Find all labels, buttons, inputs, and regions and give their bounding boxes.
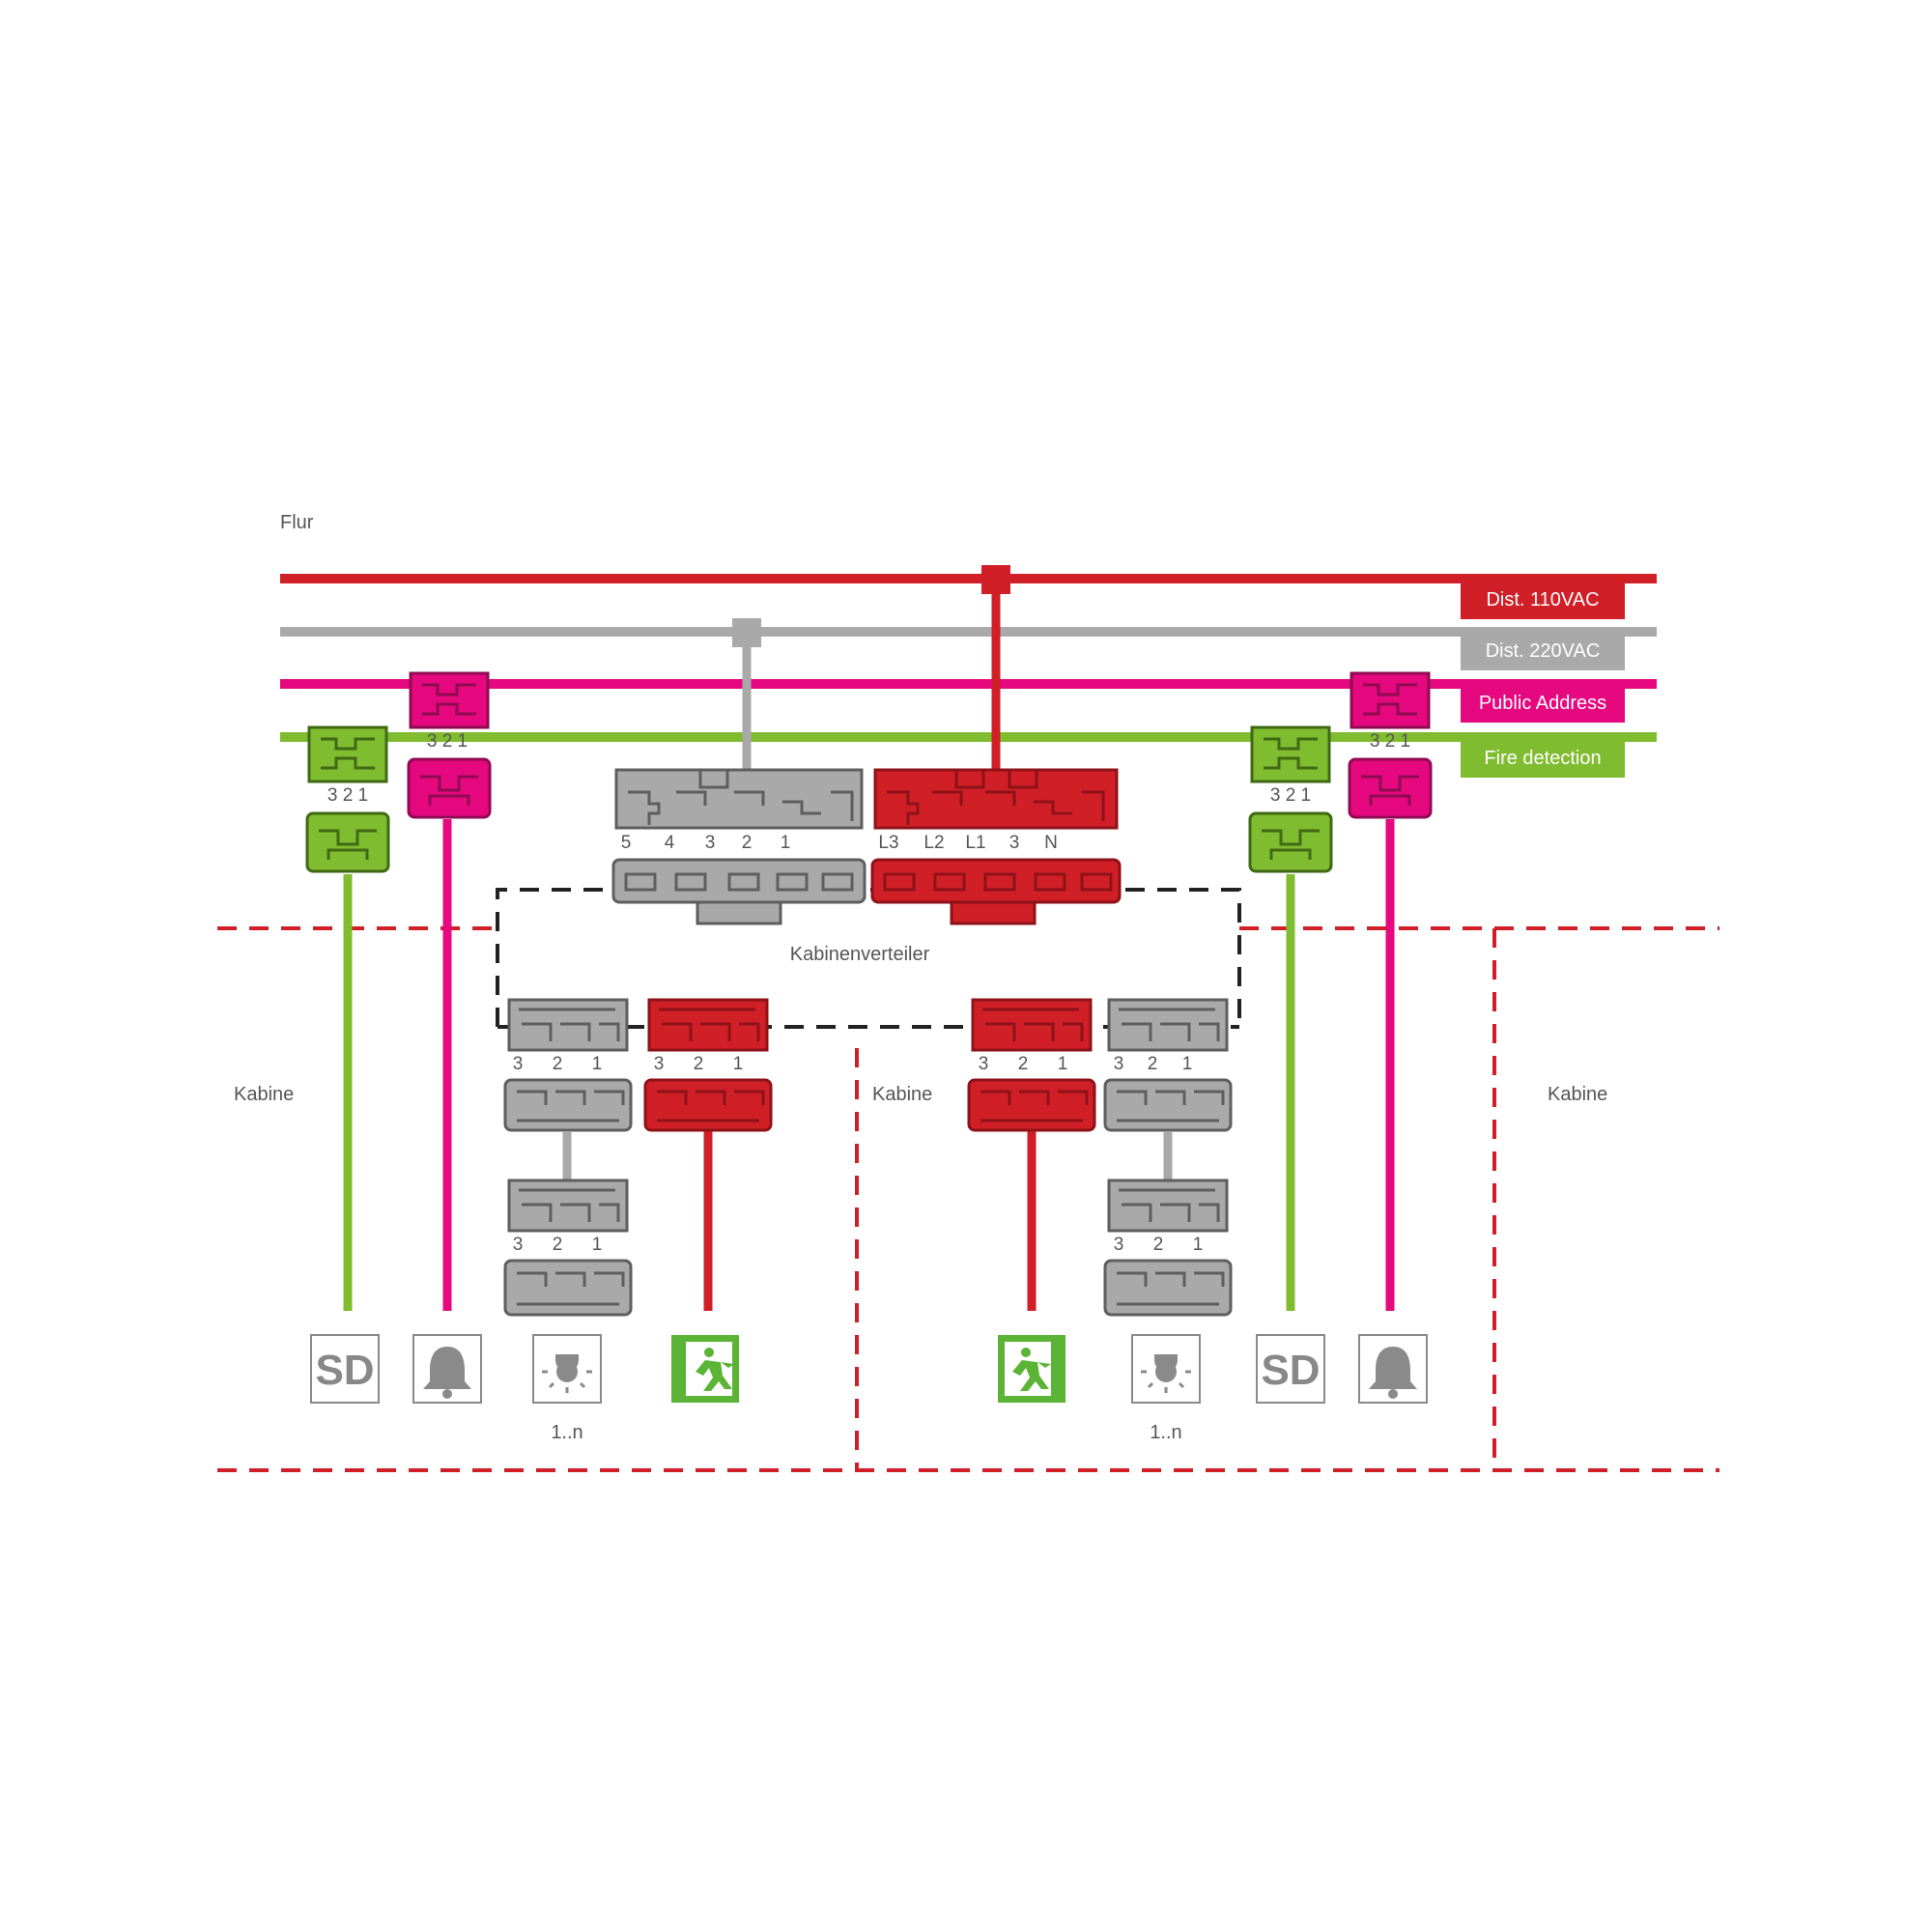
smoke-detector-icon: SD [310, 1334, 380, 1404]
tap-pa-right: 3 2 1 [1348, 671, 1433, 819]
legend-label-110vac: Dist. 110VAC [1486, 589, 1599, 611]
quantity-label-right: 1..n [1150, 1422, 1181, 1443]
quantity-label-left: 1..n [551, 1422, 582, 1443]
svg-text:1: 1 [1182, 1054, 1193, 1074]
smoke-detector-icon: SD [1256, 1334, 1325, 1404]
svg-text:L1: L1 [965, 833, 985, 853]
junction-110vac [981, 565, 1010, 594]
svg-text:SD: SD [315, 1347, 374, 1394]
svg-text:1: 1 [781, 833, 791, 853]
svg-text:2: 2 [553, 1235, 563, 1255]
connector-gray-left-2: 3 2 1 [503, 1179, 633, 1317]
svg-text:3: 3 [705, 833, 716, 853]
legend-label-220vac: Dist. 220VAC [1486, 640, 1601, 662]
label-cabin-middle: Kabine [872, 1084, 932, 1105]
light-icon [532, 1334, 602, 1404]
label-cabin-right: Kabine [1548, 1084, 1607, 1105]
svg-text:5: 5 [621, 833, 632, 853]
legend: Dist. 110VAC Dist. 220VAC Public Address… [1461, 580, 1625, 778]
svg-text:3 2 1: 3 2 1 [427, 731, 468, 752]
legend-swatch-public-address [1461, 683, 1625, 723]
label-cabin-left: Kabine [234, 1084, 294, 1105]
svg-text:2: 2 [694, 1054, 704, 1074]
distributor-gray: 5 4 3 2 1 [611, 768, 867, 925]
legend-label-fire-detection: Fire detection [1484, 748, 1601, 769]
svg-text:1: 1 [1058, 1054, 1068, 1074]
junction-220vac [732, 618, 761, 647]
svg-text:3 2 1: 3 2 1 [327, 785, 368, 806]
bell-icon [1358, 1334, 1428, 1404]
svg-text:3: 3 [1114, 1235, 1124, 1255]
tap-fire-right: 3 2 1 [1248, 725, 1333, 873]
svg-text:1: 1 [592, 1054, 603, 1074]
legend-label-public-address: Public Address [1479, 693, 1606, 714]
svg-text:L2: L2 [923, 833, 944, 853]
emergency-exit-icon [998, 1335, 1065, 1403]
svg-text:3: 3 [654, 1054, 665, 1074]
drop-lines [343, 819, 1395, 1311]
legend-swatch-110vac [1461, 580, 1625, 619]
svg-text:2: 2 [1153, 1235, 1164, 1255]
svg-text:SD: SD [1261, 1347, 1320, 1394]
corridor-label: Flur [280, 512, 314, 533]
svg-text:2: 2 [553, 1054, 563, 1074]
legend-swatch-fire-detection [1461, 738, 1625, 778]
tap-fire-left: 3 2 1 [305, 725, 390, 873]
svg-text:3: 3 [1114, 1054, 1124, 1074]
svg-text:4: 4 [665, 833, 675, 853]
svg-text:3 2 1: 3 2 1 [1270, 785, 1311, 806]
legend-swatch-220vac [1461, 631, 1625, 670]
distributor-red: L3 L2 L1 3 N [870, 768, 1122, 925]
bell-icon [412, 1334, 482, 1404]
svg-text:1: 1 [1193, 1235, 1204, 1255]
svg-text:3: 3 [1009, 833, 1020, 853]
light-icon [1131, 1334, 1201, 1404]
svg-text:3 2 1: 3 2 1 [1370, 731, 1410, 752]
connector-red-right: 3 2 1 [967, 998, 1096, 1132]
svg-text:3: 3 [513, 1054, 524, 1074]
svg-text:3: 3 [979, 1054, 989, 1074]
svg-text:N: N [1044, 833, 1058, 853]
connector-red-left: 3 2 1 [643, 998, 773, 1132]
connector-gray-right-1: 3 2 1 [1103, 998, 1233, 1132]
svg-text:2: 2 [1018, 1054, 1029, 1074]
emergency-exit-icon [671, 1335, 739, 1403]
svg-text:2: 2 [742, 833, 753, 853]
svg-text:3: 3 [513, 1235, 524, 1255]
label-distributor: Kabinenverteiler [790, 944, 930, 965]
bus-lines [280, 574, 1657, 742]
svg-text:1: 1 [592, 1235, 603, 1255]
svg-text:L3: L3 [878, 833, 898, 853]
connector-gray-right-2: 3 2 1 [1103, 1179, 1233, 1317]
connector-gray-left-1: 3 2 1 [503, 998, 633, 1132]
svg-text:1: 1 [733, 1054, 744, 1074]
tap-pa-left: 3 2 1 [407, 671, 492, 819]
svg-text:2: 2 [1148, 1054, 1158, 1074]
